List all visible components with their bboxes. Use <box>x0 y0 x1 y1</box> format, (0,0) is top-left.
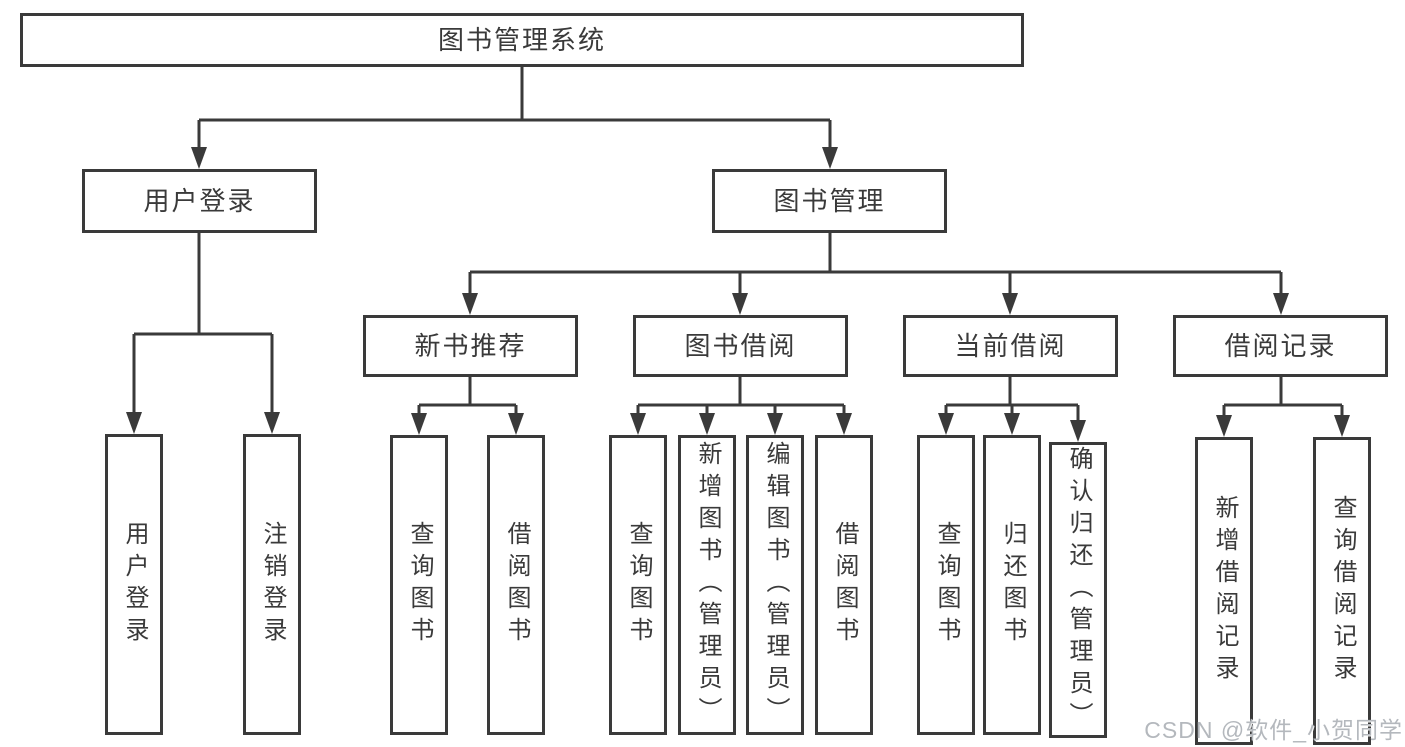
node-label: 图书借阅 <box>684 331 797 361</box>
node-label: 借阅记录 <box>1224 331 1337 361</box>
leaf-records-add-record: 新增借阅记录 <box>1195 437 1253 745</box>
leaf-borrow-edit-books-admin: 编辑图书（管理员） <box>746 435 804 735</box>
connector-new-book-split <box>411 377 524 435</box>
leaf-newrec-query-books: 查询图书 <box>390 435 448 735</box>
node-label: 当前借阅 <box>954 331 1067 361</box>
node-label: 编辑图书（管理员） <box>762 441 789 729</box>
node-label: 新增借阅记录 <box>1211 495 1238 687</box>
node-current-borrow: 当前借阅 <box>903 315 1118 377</box>
node-label: 图书管理系统 <box>437 25 606 55</box>
connector-book-management-split <box>462 233 1289 315</box>
leaf-current-return-books: 归还图书 <box>983 435 1041 735</box>
node-label: 用户登录 <box>143 186 256 216</box>
connector-root-split <box>191 67 838 169</box>
node-book-borrow: 图书借阅 <box>633 315 848 377</box>
connector-book-borrow-split <box>630 377 852 435</box>
node-label: 借阅图书 <box>831 521 858 649</box>
node-label: 查询借阅记录 <box>1329 495 1356 687</box>
node-label: 查询图书 <box>933 521 960 649</box>
connector-borrow-records-split <box>1216 377 1350 437</box>
leaf-user-login: 用户登录 <box>105 434 163 735</box>
leaf-borrow-add-books-admin: 新增图书（管理员） <box>678 435 736 735</box>
node-label: 注销登录 <box>259 520 286 649</box>
leaf-records-query-record: 查询借阅记录 <box>1313 437 1371 745</box>
node-label: 查询图书 <box>406 521 433 649</box>
node-book-management: 图书管理 <box>712 169 947 233</box>
node-label: 借阅图书 <box>503 521 530 649</box>
leaf-borrow-query-books: 查询图书 <box>609 435 667 735</box>
leaf-current-confirm-return-admin: 确认归还（管理员） <box>1049 442 1107 738</box>
node-new-book-recommend: 新书推荐 <box>363 315 578 377</box>
leaf-logout-login: 注销登录 <box>243 434 301 735</box>
node-user-login: 用户登录 <box>82 169 317 233</box>
node-library-management-system: 图书管理系统 <box>20 13 1024 67</box>
node-label: 图书管理 <box>773 186 886 216</box>
node-label: 新增图书（管理员） <box>694 441 721 729</box>
csdn-watermark: CSDN @软件_小贺同学 <box>1144 717 1403 743</box>
leaf-borrow-borrow-books: 借阅图书 <box>815 435 873 735</box>
connector-user-login-split <box>126 233 280 434</box>
leaf-newrec-borrow-books: 借阅图书 <box>487 435 545 735</box>
connector-current-borrow-split <box>938 377 1086 442</box>
node-borrow-records: 借阅记录 <box>1173 315 1388 377</box>
node-label: 用户登录 <box>121 520 148 649</box>
node-label: 新书推荐 <box>414 331 527 361</box>
node-label: 查询图书 <box>625 521 652 649</box>
leaf-current-query-books: 查询图书 <box>917 435 975 735</box>
node-label: 归还图书 <box>999 521 1026 649</box>
node-label: 确认归还（管理员） <box>1065 446 1092 734</box>
